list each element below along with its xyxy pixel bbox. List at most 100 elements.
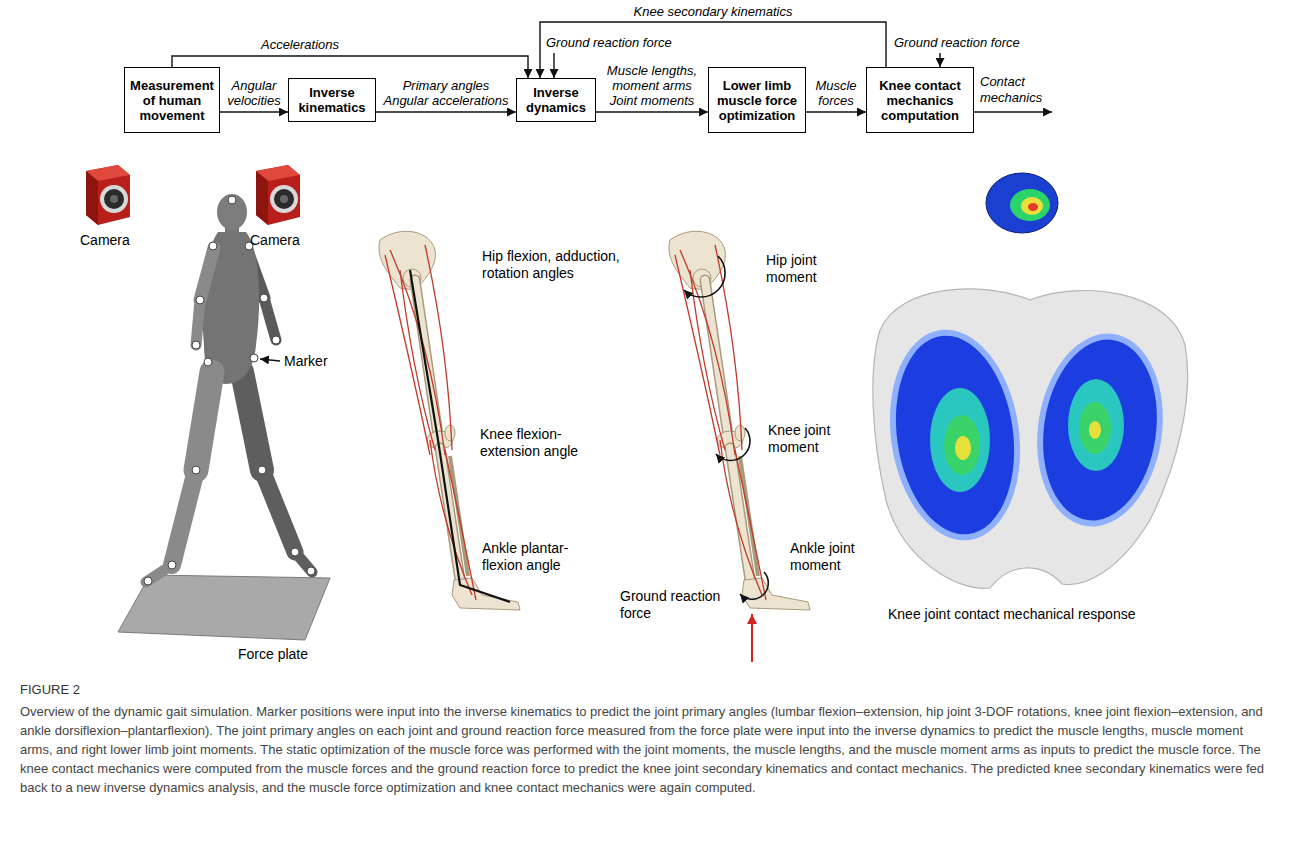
process-box: Inverse kinematics (288, 78, 376, 122)
force-arrow (751, 614, 753, 662)
annotation-label: Marker (284, 353, 328, 370)
flow-arrow (220, 111, 288, 112)
camera-lens (104, 189, 124, 209)
camera-body (86, 165, 130, 225)
label-holder: Knee joint moment (768, 422, 850, 456)
arm (196, 300, 200, 345)
edge-label: Angular velocities (224, 78, 284, 108)
contact-region (944, 415, 980, 475)
annotation-label: Contact mechanics (980, 74, 1052, 106)
contact-region (1025, 325, 1175, 534)
marker-dot (258, 466, 266, 474)
head (217, 194, 247, 230)
arm (264, 298, 276, 340)
leg (196, 372, 212, 470)
annotation-label: Ground reaction force (546, 35, 672, 51)
annotation-label: Hip flexion, adduction, rotation angles (482, 248, 642, 282)
label-holder: Muscle forces (811, 78, 861, 108)
annotation-label: Knee joint moment (768, 422, 850, 456)
marker-dot (228, 196, 236, 204)
marker-dots (144, 196, 315, 585)
box-text: Measurement of human movement (129, 78, 215, 123)
marker-dot (192, 466, 200, 474)
marker-dot (204, 358, 212, 366)
camera-ring (270, 185, 298, 213)
annotation-label: Ankle joint moment (790, 540, 874, 574)
box-text: Inverse dynamics (521, 85, 591, 115)
label-holder: Muscle lengths, moment arms Joint moment… (602, 63, 702, 108)
annotation-label: Ground reaction force (894, 35, 1020, 51)
edge-label: Accelerations (261, 37, 339, 52)
camera-body (256, 165, 300, 225)
caption-holder: Overview of the dynamic gait simulation.… (20, 702, 1272, 797)
contact-region (930, 388, 990, 492)
input-arrow (553, 53, 554, 78)
camera-side (256, 171, 268, 225)
label-holder: Ground reaction force (894, 35, 1020, 51)
edge-label: Muscle forces (811, 78, 861, 108)
contact-region (877, 321, 1033, 549)
process-box: Knee contact mechanics computation (866, 67, 974, 133)
label-holder: Ankle joint moment (790, 540, 874, 574)
annotation-label: Knee flexion- extension angle (480, 426, 592, 460)
edge-label: Muscle lengths, moment arms Joint moment… (602, 63, 702, 108)
contact-region (1010, 189, 1050, 221)
figure-number: FIGURE 2 (20, 682, 80, 698)
figure-caption: Overview of the dynamic gait simulation.… (20, 702, 1272, 797)
contact-region (1068, 379, 1124, 471)
label-holder: Marker (284, 353, 328, 370)
marker-dot (272, 336, 280, 344)
annotation-label: Camera (80, 232, 130, 249)
tibial-plateau (873, 289, 1188, 589)
label-holder: Knee joint contact mechanical response (888, 606, 1135, 623)
moment-arrow (740, 572, 768, 599)
label-holder: Knee secondary kinematics (634, 4, 793, 19)
edge-label: Knee secondary kinematics (634, 4, 793, 19)
contact-region (986, 173, 1058, 233)
output-arrow (974, 111, 1052, 112)
moment-arrow (716, 428, 750, 460)
edge-label: Primary angles Angular accelerations (380, 78, 512, 108)
contact-region (1079, 402, 1111, 454)
patella-contact-map (986, 173, 1058, 233)
label-holder: Camera (250, 232, 300, 249)
box-text: Knee contact mechanics computation (871, 78, 969, 123)
box-text: Lower limb muscle force optimization (713, 78, 801, 123)
process-box: Lower limb muscle force optimization (708, 67, 806, 133)
annotation-label: Hip joint moment (766, 252, 844, 286)
contact-region (1032, 332, 1168, 528)
marker-dot (209, 242, 217, 250)
camera-icon (86, 165, 130, 225)
annotation-label: Ground reaction force (620, 588, 732, 622)
flow-arrow (806, 111, 866, 112)
contact-region (1021, 197, 1043, 215)
camera-ring (100, 185, 128, 213)
label-holder: Angular velocities (224, 78, 284, 108)
camera-lens (274, 189, 294, 209)
camera-side (86, 171, 98, 225)
label-holder: Contact mechanics (980, 74, 1052, 106)
label-holder: Accelerations (261, 37, 339, 52)
marker-dot (260, 294, 268, 302)
flow-arrow (172, 56, 528, 78)
label-holder: Force plate (238, 646, 308, 663)
label-holder: Camera (80, 232, 130, 249)
label-holder: Hip joint moment (766, 252, 844, 286)
marker-dot (250, 354, 258, 362)
marker-dot (291, 548, 299, 556)
camera-icon (256, 165, 300, 225)
leg (172, 470, 196, 565)
annotation-label: Knee joint contact mechanical response (888, 606, 1135, 623)
contact-region (1089, 421, 1101, 439)
camera-lens (280, 195, 288, 203)
marker-dot (196, 296, 204, 304)
contact-region (955, 436, 971, 460)
marker-dot (144, 577, 152, 585)
leg (242, 372, 262, 470)
contact-region (884, 328, 1027, 542)
label-holder: Primary angles Angular accelerations (380, 78, 512, 108)
input-arrow (939, 53, 940, 67)
label-holder: Ground reaction force (546, 35, 672, 51)
label-holder: Ground reaction force (620, 588, 732, 622)
